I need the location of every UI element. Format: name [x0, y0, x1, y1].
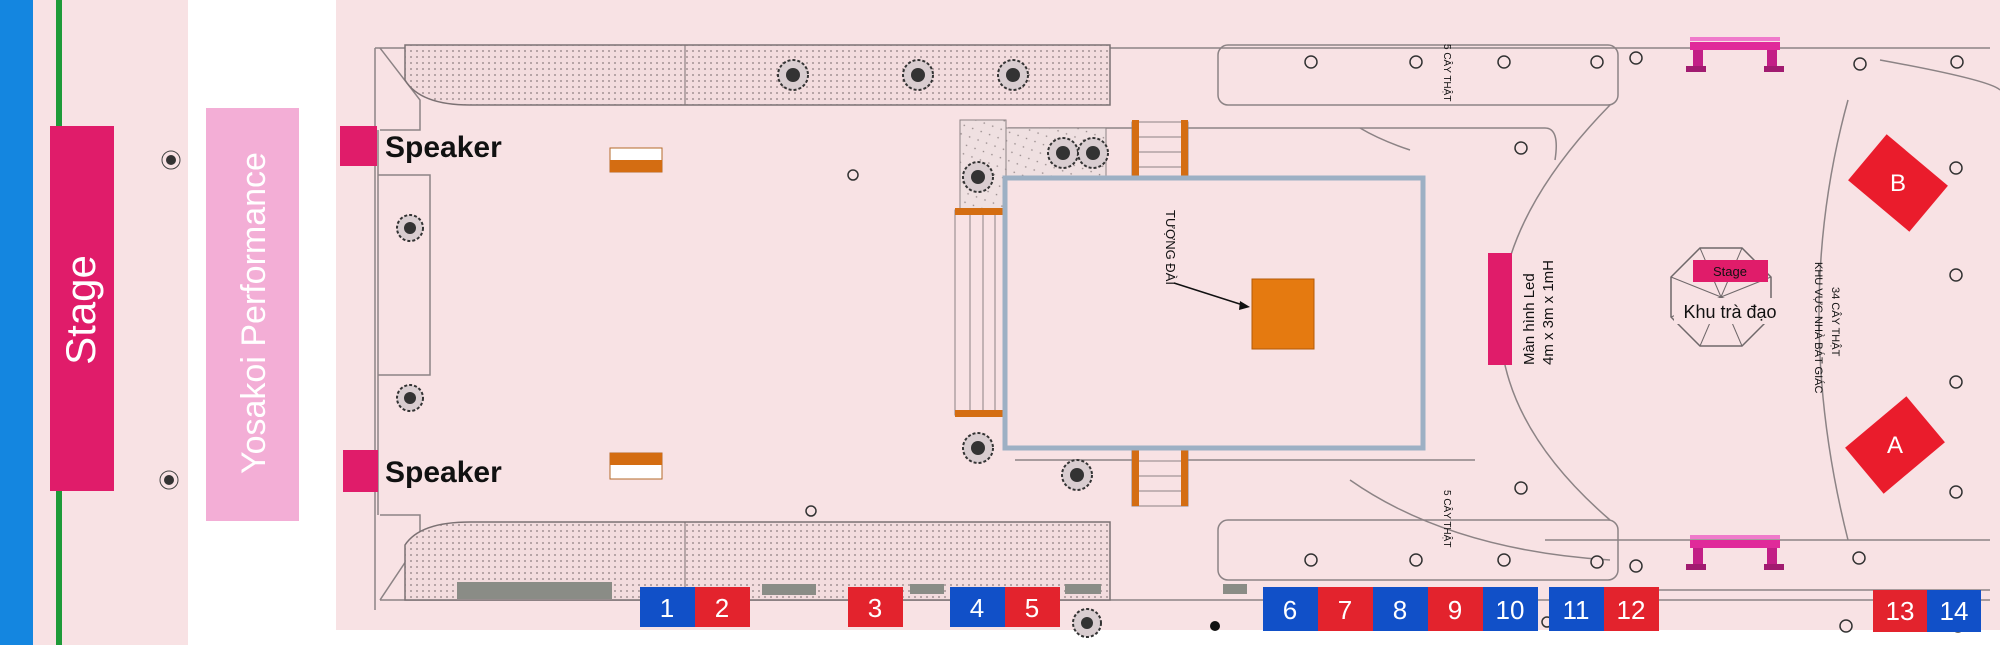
- tree-icon: [1077, 137, 1109, 169]
- speaker-marker: [343, 450, 378, 492]
- trees-bottom-label: 5 CÂY THẬT: [1441, 490, 1454, 547]
- booth-row: 1 2 3 4 5 6 7 8 9 10 11 12 13 14: [640, 587, 1981, 632]
- octagon-area: [1818, 59, 2000, 541]
- booth-number: 13: [1886, 596, 1915, 626]
- bottom-dotted-planter: [404, 521, 1111, 601]
- booth-number: 8: [1393, 595, 1407, 625]
- booth: [1927, 590, 1981, 632]
- booth: [1549, 587, 1604, 631]
- bench: [609, 452, 663, 480]
- booth: [1263, 587, 1318, 631]
- tree-icon: [902, 59, 934, 91]
- tree-icon: [777, 59, 809, 91]
- tree-icon: [1072, 608, 1102, 638]
- booth-number: 2: [715, 593, 729, 623]
- tent-a: A: [1845, 396, 1945, 494]
- tree-icon: [1047, 137, 1079, 169]
- blue-strip: [0, 0, 33, 645]
- booth: [950, 587, 1005, 627]
- marker-dot: [1210, 621, 1220, 631]
- stage-block: [50, 126, 114, 491]
- booth-number: 3: [868, 593, 882, 623]
- booth-number: 4: [970, 593, 984, 623]
- gate-arch-icon: [1686, 535, 1784, 570]
- booth: [640, 587, 695, 627]
- statue-label: TƯỢNG ĐÀI: [1163, 210, 1178, 285]
- speaker-label: Speaker: [385, 131, 502, 164]
- tree-icon: [396, 214, 424, 242]
- bottom-edge: [336, 630, 2000, 645]
- tree-icon: [396, 384, 424, 412]
- booth-number: 9: [1448, 595, 1462, 625]
- booth-number: 1: [660, 593, 674, 623]
- gate-arch-icon: [1686, 37, 1784, 72]
- tree-icon: [962, 161, 994, 193]
- tree-icon: [159, 470, 179, 490]
- statue-pointer: [1173, 282, 1247, 307]
- statue-stairs: [954, 120, 1189, 507]
- led-screen-line2: 4m x 3m x 1mH: [1540, 260, 1557, 365]
- booth-number: 11: [1563, 595, 1590, 625]
- statue-platform: [1002, 175, 1426, 451]
- speaker-marker: [340, 126, 377, 166]
- speaker-label: Speaker: [385, 456, 502, 489]
- booth-number: 7: [1338, 595, 1352, 625]
- tree-icon: [962, 432, 994, 464]
- trees: [396, 59, 1109, 638]
- booth: [1428, 587, 1483, 631]
- booth: [1873, 590, 1927, 632]
- tree-icon: [1061, 459, 1093, 491]
- booth-number: 10: [1496, 595, 1525, 625]
- octagon-area-line1: 34 CÂY THẬT: [1829, 287, 1842, 357]
- booth-number: 14: [1940, 596, 1969, 626]
- booth: [1483, 587, 1538, 631]
- tent-b: B: [1848, 134, 1948, 232]
- tree-icon: [997, 59, 1029, 91]
- arrow-head-icon: [1239, 301, 1250, 310]
- tea-area-label: Khu trà đạo: [1683, 302, 1776, 322]
- booth: [1373, 587, 1428, 631]
- booth-number: 5: [1025, 593, 1039, 623]
- statue: [1251, 278, 1315, 350]
- tea-area-label-bg: [1674, 298, 1786, 324]
- bench: [609, 147, 663, 173]
- led-screen: [1488, 253, 1512, 365]
- trees-top-label: 5 CÂY THẬT: [1441, 44, 1454, 101]
- bollards: [805, 51, 1965, 633]
- top-dotted-planter: [404, 44, 1111, 106]
- octagon-area-line2: KHU VỰC NHÀ BÁT GIÁC: [1812, 262, 1825, 393]
- booth: [695, 587, 750, 627]
- yosakoi-performance-block: [206, 108, 299, 521]
- booth-number: 12: [1617, 595, 1646, 625]
- tea-stage: [1693, 260, 1768, 282]
- booth-number: 6: [1283, 595, 1297, 625]
- booth: [1005, 587, 1060, 627]
- booth: [1318, 587, 1373, 631]
- tea-stage-label: Stage: [1713, 264, 1747, 279]
- led-screen-line1: Màn hình Led: [1521, 273, 1538, 365]
- tree-icon: [161, 150, 181, 170]
- tent-a-label: A: [1887, 432, 1903, 459]
- booth: [848, 587, 903, 627]
- stage-label: Stage: [57, 255, 104, 365]
- tent-b-label: B: [1890, 170, 1906, 197]
- yosakoi-performance-label: Yosakoi Performance: [235, 152, 273, 474]
- grey-benches: [457, 582, 1247, 599]
- booth: [1604, 587, 1659, 631]
